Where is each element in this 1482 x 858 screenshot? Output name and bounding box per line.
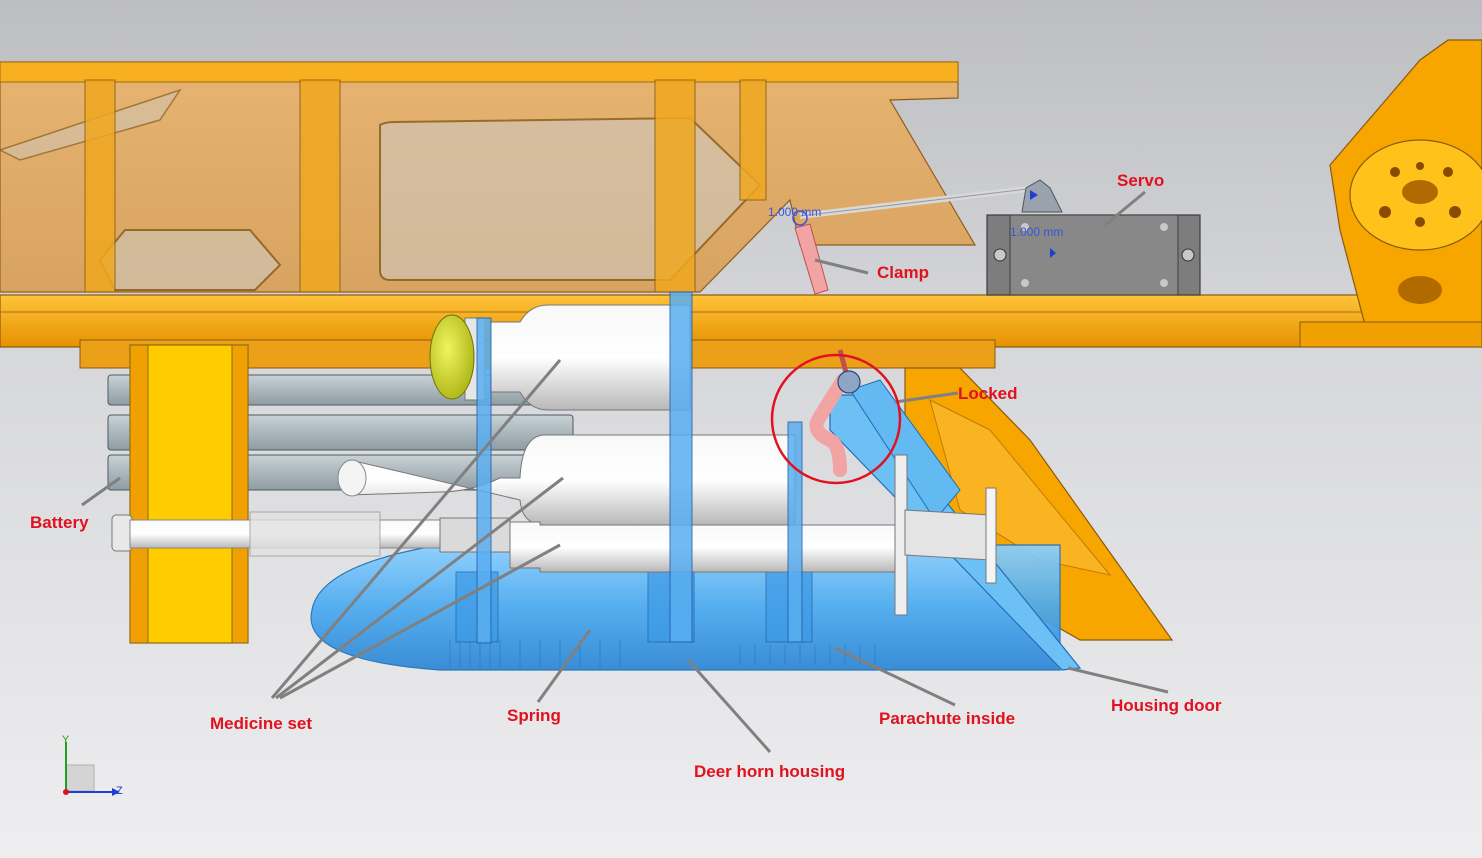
label-servo: Servo	[1117, 171, 1165, 190]
axis-y-label: Y	[62, 734, 70, 746]
label-medicine-set: Medicine set	[210, 714, 313, 733]
axis-z-label: Z	[116, 785, 123, 797]
left-support	[129, 344, 249, 644]
label-clamp: Clamp	[877, 263, 929, 282]
right-mount	[1299, 39, 1482, 348]
label-locked: Locked	[958, 384, 1018, 403]
clamp-dimension: 1.000 mm	[768, 205, 822, 219]
clamp-linkage	[792, 185, 1037, 477]
label-deer-horn-housing: Deer horn housing	[694, 762, 846, 781]
leader-lines	[81, 190, 1169, 753]
holder-plates	[476, 291, 803, 644]
upper-frame	[0, 61, 977, 293]
syringe-top	[429, 304, 691, 411]
label-spring: Spring	[507, 706, 561, 725]
axis-triad	[63, 742, 120, 796]
label-housing-door: Housing door	[1111, 696, 1222, 715]
servo-dimension: 1.000 mm	[1010, 225, 1064, 239]
label-parachute-inside: Parachute inside	[879, 709, 1016, 728]
label-battery: Battery	[30, 513, 89, 532]
servo-body	[986, 179, 1201, 296]
locked-highlight-circle	[770, 353, 902, 485]
